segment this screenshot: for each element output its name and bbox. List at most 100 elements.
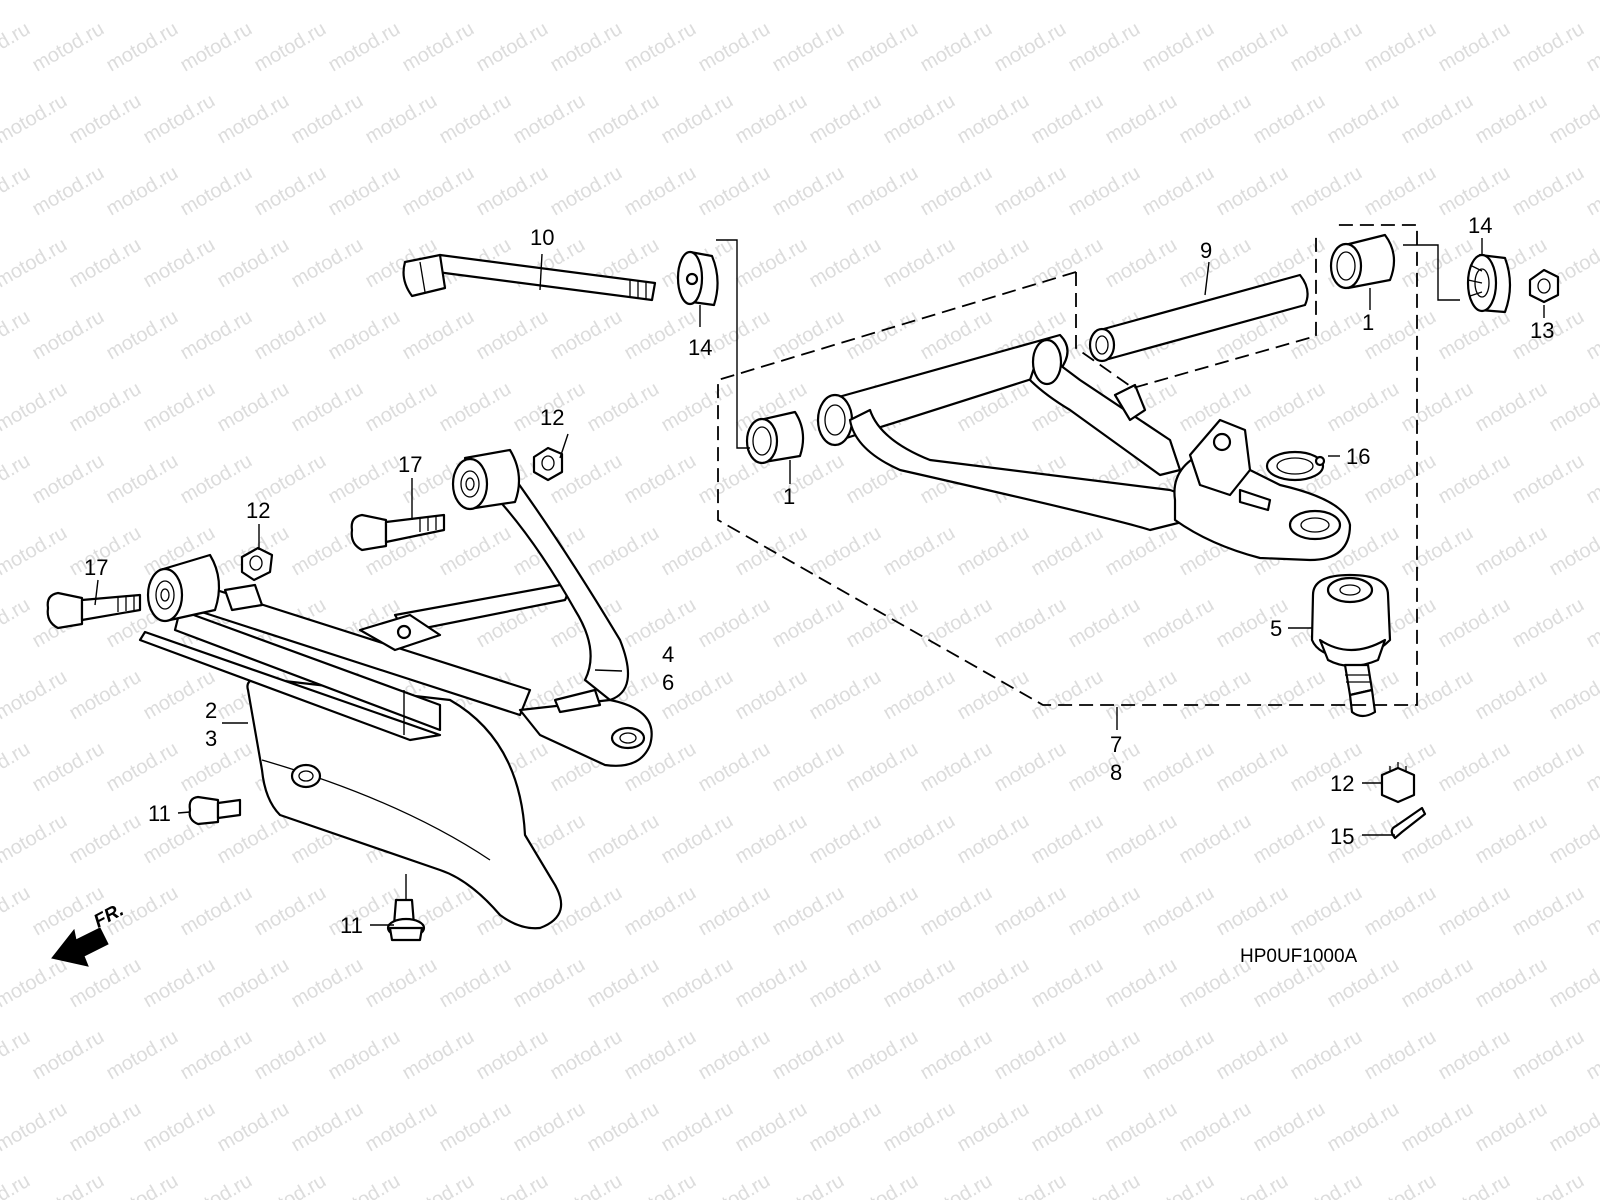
watermark-text: motod.ru — [1509, 594, 1588, 653]
watermark-text: motod.ru — [1139, 738, 1218, 797]
watermark-text: motod.ru — [917, 594, 996, 653]
watermark-text: motod.ru — [1065, 882, 1144, 941]
watermark-text: motod.ru — [29, 450, 108, 509]
watermark-text: motod.ru — [251, 162, 330, 221]
watermark-text: motod.ru — [954, 0, 1033, 4]
watermark-text: motod.ru — [1435, 882, 1514, 941]
watermark-text: motod.ru — [806, 954, 885, 1013]
watermark-text: motod.ru — [288, 954, 367, 1013]
collar-left — [745, 410, 805, 465]
watermark-text: motod.ru — [658, 954, 737, 1013]
watermark-text: motod.ru — [769, 306, 848, 365]
watermark-text: motod.ru — [880, 1098, 959, 1157]
watermark-text: motod.ru — [1176, 666, 1255, 725]
watermark-text: motod.ru — [769, 738, 848, 797]
watermark-text: motod.ru — [1583, 882, 1600, 941]
watermark-text: motod.ru — [1398, 666, 1477, 725]
watermark-text: motod.ru — [29, 18, 108, 77]
watermark-text: motod.ru — [880, 954, 959, 1013]
watermark-text: motod.ru — [1213, 18, 1292, 77]
watermark-text: motod.ru — [584, 1098, 663, 1157]
watermark-text: motod.ru — [325, 306, 404, 365]
watermark-text: motod.ru — [806, 234, 885, 293]
watermark-text: motod.ru — [695, 18, 774, 77]
watermark-text: motod.ru — [1583, 306, 1600, 365]
watermark-text: motod.ru — [1139, 882, 1218, 941]
watermark-text: motod.ru — [1250, 810, 1329, 869]
watermark-text: motod.ru — [1509, 882, 1588, 941]
watermark-text: motod.ru — [251, 1170, 330, 1200]
watermark-text: motod.ru — [1065, 18, 1144, 77]
callout-11-bottom: 11 — [340, 913, 363, 938]
watermark-text: motod.ru — [806, 666, 885, 725]
watermark-text: motod.ru — [0, 18, 34, 77]
watermark-text: motod.ru — [1176, 0, 1255, 4]
watermark-text: motod.ru — [251, 882, 330, 941]
watermark-text: motod.ru — [1398, 90, 1477, 149]
watermark-text: motod.ru — [1546, 90, 1600, 149]
watermark-text: motod.ru — [1472, 666, 1551, 725]
watermark-text: motod.ru — [177, 18, 256, 77]
flange-bolt-rear — [46, 591, 142, 630]
watermark-text: motod.ru — [140, 954, 219, 1013]
lower-arm-assembly — [46, 250, 719, 942]
watermark-text: motod.ru — [0, 162, 34, 221]
watermark-text: motod.ru — [0, 1098, 71, 1157]
callout-12-front: 12 — [540, 405, 564, 430]
watermark-text: motod.ru — [1139, 594, 1218, 653]
watermark-text: motod.ru — [1361, 882, 1440, 941]
assembly-boundary — [717, 224, 1418, 706]
watermark-text: motod.ru — [1509, 1170, 1588, 1200]
watermark-text: motod.ru — [917, 738, 996, 797]
watermark-text: motod.ru — [362, 1098, 441, 1157]
watermark-text: motod.ru — [103, 1170, 182, 1200]
watermark-text: motod.ru — [140, 90, 219, 149]
skid-bolt-left — [188, 795, 242, 826]
watermark-text: motod.ru — [0, 450, 34, 509]
watermark-text: motod.ru — [1176, 90, 1255, 149]
watermark-text: motod.ru — [880, 522, 959, 581]
rubber-washer-right — [1466, 253, 1512, 314]
callout-16: 16 — [1346, 444, 1370, 469]
watermark-text: motod.ru — [769, 1026, 848, 1085]
watermark-text: motod.ru — [621, 882, 700, 941]
watermark-text: motod.ru — [1028, 666, 1107, 725]
watermark-text: motod.ru — [0, 594, 34, 653]
watermark-text: motod.ru — [1065, 1170, 1144, 1200]
skid-bolt-bottom — [386, 898, 426, 942]
watermark-text: motod.ru — [399, 1026, 478, 1085]
callout-1-left: 1 — [783, 484, 795, 509]
watermark-text: motod.ru — [547, 1170, 626, 1200]
watermark-text: motod.ru — [732, 1098, 811, 1157]
watermark-text: motod.ru — [0, 522, 71, 581]
watermark-text: motod.ru — [0, 234, 71, 293]
ball-joint — [1310, 573, 1392, 718]
watermark-text: motod.ru — [288, 1098, 367, 1157]
nut-front — [532, 446, 564, 482]
watermark-text: motod.ru — [1509, 162, 1588, 221]
watermark-text: motod.ru — [1287, 18, 1366, 77]
callout-17-front: 17 — [398, 452, 422, 477]
watermark-text: motod.ru — [991, 162, 1070, 221]
watermark-text: motod.ru — [0, 1170, 34, 1200]
watermark-text: motod.ru — [473, 1026, 552, 1085]
watermark-text: motod.ru — [1583, 162, 1600, 221]
watermark-text: motod.ru — [1065, 1026, 1144, 1085]
watermark-text: motod.ru — [769, 882, 848, 941]
watermark-text: motod.ru — [325, 162, 404, 221]
watermark-text: motod.ru — [695, 738, 774, 797]
watermark-text: motod.ru — [843, 594, 922, 653]
watermark-text: motod.ru — [1435, 738, 1514, 797]
callout-17-rear: 17 — [84, 555, 108, 580]
watermark-text: motod.ru — [214, 810, 293, 869]
watermark-text: motod.ru — [880, 234, 959, 293]
watermark-text: motod.ru — [880, 810, 959, 869]
watermark-text: motod.ru — [103, 306, 182, 365]
watermark-text: motod.ru — [1435, 306, 1514, 365]
leader-lines — [94, 238, 1545, 926]
watermark-text: motod.ru — [214, 0, 293, 4]
watermark-text: motod.ru — [843, 162, 922, 221]
watermark-text: motod.ru — [658, 378, 737, 437]
watermark-text: motod.ru — [917, 18, 996, 77]
callout-13: 12 — [1330, 771, 1354, 796]
